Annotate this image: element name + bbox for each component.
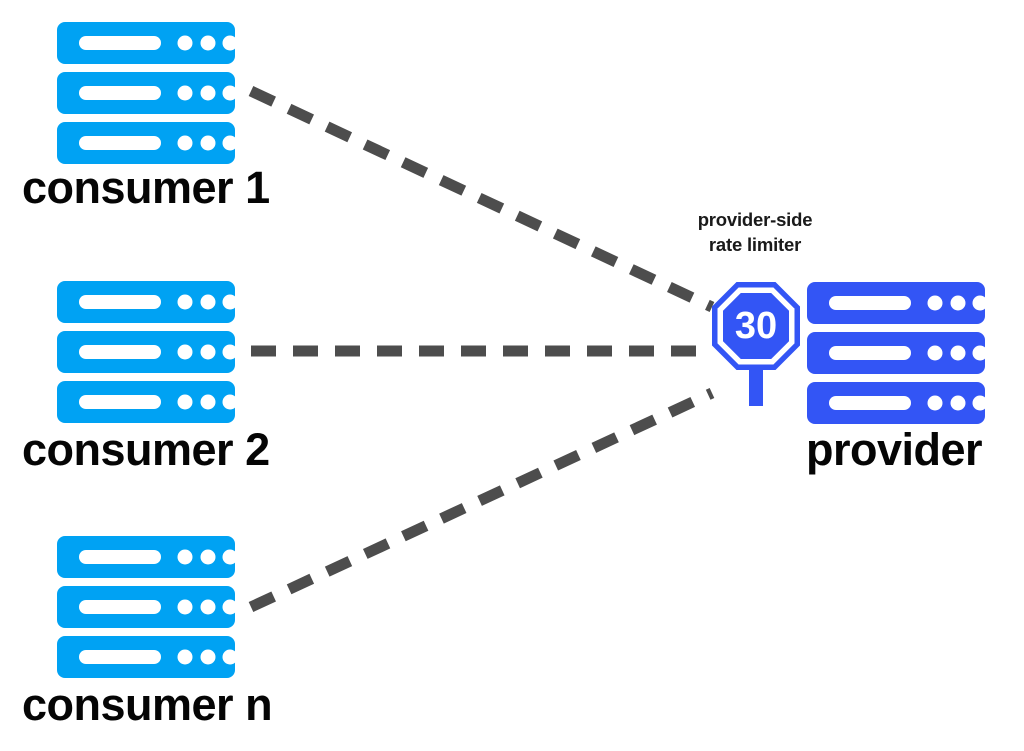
sign-value: 30 (735, 305, 777, 347)
label-consumer-2: consumer 2 (22, 424, 270, 475)
label-provider: provider (806, 424, 983, 475)
rate-limiter-caption: provider-side rate limiter (698, 207, 813, 257)
server-stack-icon (57, 281, 235, 423)
label-consumer-n: consumer n (22, 679, 273, 730)
label-consumer-1: consumer 1 (22, 162, 270, 213)
octagon-stop-sign-icon: 30 (712, 282, 800, 406)
node-consumer-2[interactable] (57, 281, 235, 423)
node-consumer-n[interactable] (57, 536, 235, 678)
rate-limiter-caption-line-1: provider-side (697, 209, 813, 230)
sign-octagon-inner (723, 293, 789, 359)
node-provider[interactable] (807, 282, 985, 424)
edge-consumer-n (248, 388, 715, 612)
node-consumer-1[interactable] (57, 22, 235, 164)
server-stack-icon (807, 282, 985, 424)
server-stack-icon (57, 22, 235, 164)
server-stack-icon (57, 536, 235, 678)
edge-consumer-1 (248, 86, 715, 312)
rate-limiter-sign[interactable]: 30 (710, 280, 802, 415)
rate-limiter-caption-line-2: rate limiter (708, 234, 802, 256)
